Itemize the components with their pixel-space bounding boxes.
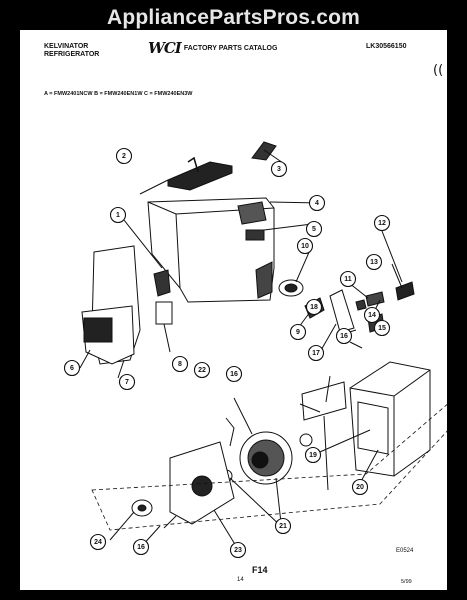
callout-14: 14 <box>363 306 381 324</box>
callout-13: 13 <box>365 253 383 271</box>
callout-15: 15 <box>373 319 391 337</box>
callout-number: 7 <box>125 379 129 386</box>
site-watermark: AppliancePartsPros.com <box>107 6 360 29</box>
callout-12: 12 <box>373 214 391 232</box>
callout-24: 24 <box>89 533 107 551</box>
callout-22: 22 <box>193 361 211 379</box>
callout-circle <box>89 533 107 551</box>
callout-19: 19 <box>304 446 322 464</box>
wci-logo: WCI <box>148 39 182 57</box>
callout-circle <box>270 160 288 178</box>
callout-circle <box>365 253 383 271</box>
callout-circle <box>109 206 127 224</box>
callout-18: 18 <box>305 298 323 316</box>
callout-number: 2 <box>122 153 126 160</box>
callout-number: 6 <box>70 365 74 372</box>
callout-circle <box>171 355 189 373</box>
callout-circle <box>296 237 314 255</box>
part-auger-arm <box>251 141 277 161</box>
callout-number: 12 <box>378 220 386 227</box>
callout-circle <box>274 517 292 535</box>
callout-circle <box>351 478 369 496</box>
callout-number: 5 <box>312 226 316 233</box>
model-list: A = FMW2401NCW B = FMW240EN1W C = FMW240… <box>44 91 193 97</box>
callout-circle <box>307 344 325 362</box>
callout-16c: 16 <box>132 538 150 556</box>
callout-number: 14 <box>368 312 376 319</box>
callout-circle <box>289 323 307 341</box>
callout-circle <box>115 147 133 165</box>
callout-number: 22 <box>198 367 206 374</box>
callout-number: 19 <box>309 452 317 459</box>
print-date: 5/99 <box>401 579 412 585</box>
callout-number: 16 <box>340 333 348 340</box>
callout-circle <box>373 319 391 337</box>
callout-23: 23 <box>229 541 247 559</box>
callout-circle <box>225 365 243 383</box>
callout-circle <box>335 327 353 345</box>
callout-number: 10 <box>301 243 309 250</box>
callout-11: 11 <box>339 270 357 288</box>
callout-number: 18 <box>310 304 318 311</box>
callout-circle <box>63 359 81 377</box>
callout-circle <box>304 446 322 464</box>
callout-circle <box>339 270 357 288</box>
callout-number: 11 <box>344 276 352 283</box>
exploded-parts-diagram: 1234567891011121314151616161718192021222… <box>63 141 447 559</box>
callout-1: 1 <box>109 206 127 224</box>
callout-5: 5 <box>305 220 323 238</box>
figure-label: F14 <box>252 565 268 575</box>
callout-circle <box>193 361 211 379</box>
callout-circle <box>132 538 150 556</box>
callout-number: 23 <box>234 547 242 554</box>
callout-9: 9 <box>289 323 307 341</box>
catalog-code: LK30566150 <box>366 43 407 50</box>
catalog-title: FACTORY PARTS CATALOG <box>183 44 278 52</box>
brand-line-1: KELVINATOR <box>44 43 89 50</box>
callout-16a: 16 <box>225 365 243 383</box>
callout-number: 15 <box>378 325 386 332</box>
callout-8: 8 <box>171 355 189 373</box>
diagram-code: E0524 <box>396 548 414 554</box>
callout-circle <box>308 194 326 212</box>
callout-number: 4 <box>315 200 319 207</box>
callout-number: 21 <box>279 523 287 530</box>
brand-line-2: REFRIGERATOR <box>44 51 100 58</box>
callout-number: 8 <box>178 361 182 368</box>
catalog-header: WCI FACTORY PARTS CATALOG <box>148 39 277 57</box>
callout-7: 7 <box>118 373 136 391</box>
callout-circle <box>118 373 136 391</box>
callout-circle <box>305 220 323 238</box>
callout-21: 21 <box>274 517 292 535</box>
callout-10: 10 <box>296 237 314 255</box>
callout-2: 2 <box>115 147 133 165</box>
callout-number: 3 <box>277 166 281 173</box>
callout-number: 24 <box>94 539 102 546</box>
callout-number: 16 <box>230 371 238 378</box>
brand-name: KELVINATOR REFRIGERATOR <box>44 43 99 59</box>
corner-mark: (( <box>433 63 444 78</box>
callout-16b: 16 <box>335 327 353 345</box>
callout-number: 16 <box>137 544 145 551</box>
callout-number: 20 <box>356 484 364 491</box>
callout-number: 9 <box>296 329 300 336</box>
callout-17: 17 <box>307 344 325 362</box>
callout-circle <box>373 214 391 232</box>
callout-number: 1 <box>116 212 120 219</box>
callout-circle <box>363 306 381 324</box>
callout-circle <box>229 541 247 559</box>
callout-4: 4 <box>308 194 326 212</box>
callout-number: 17 <box>312 350 320 357</box>
callout-circle <box>305 298 323 316</box>
callout-number: 13 <box>370 259 378 266</box>
callout-6: 6 <box>63 359 81 377</box>
callout-3: 3 <box>270 160 288 178</box>
page-number: 14 <box>237 577 244 583</box>
callout-20: 20 <box>351 478 369 496</box>
part-cover-bar <box>167 161 233 191</box>
